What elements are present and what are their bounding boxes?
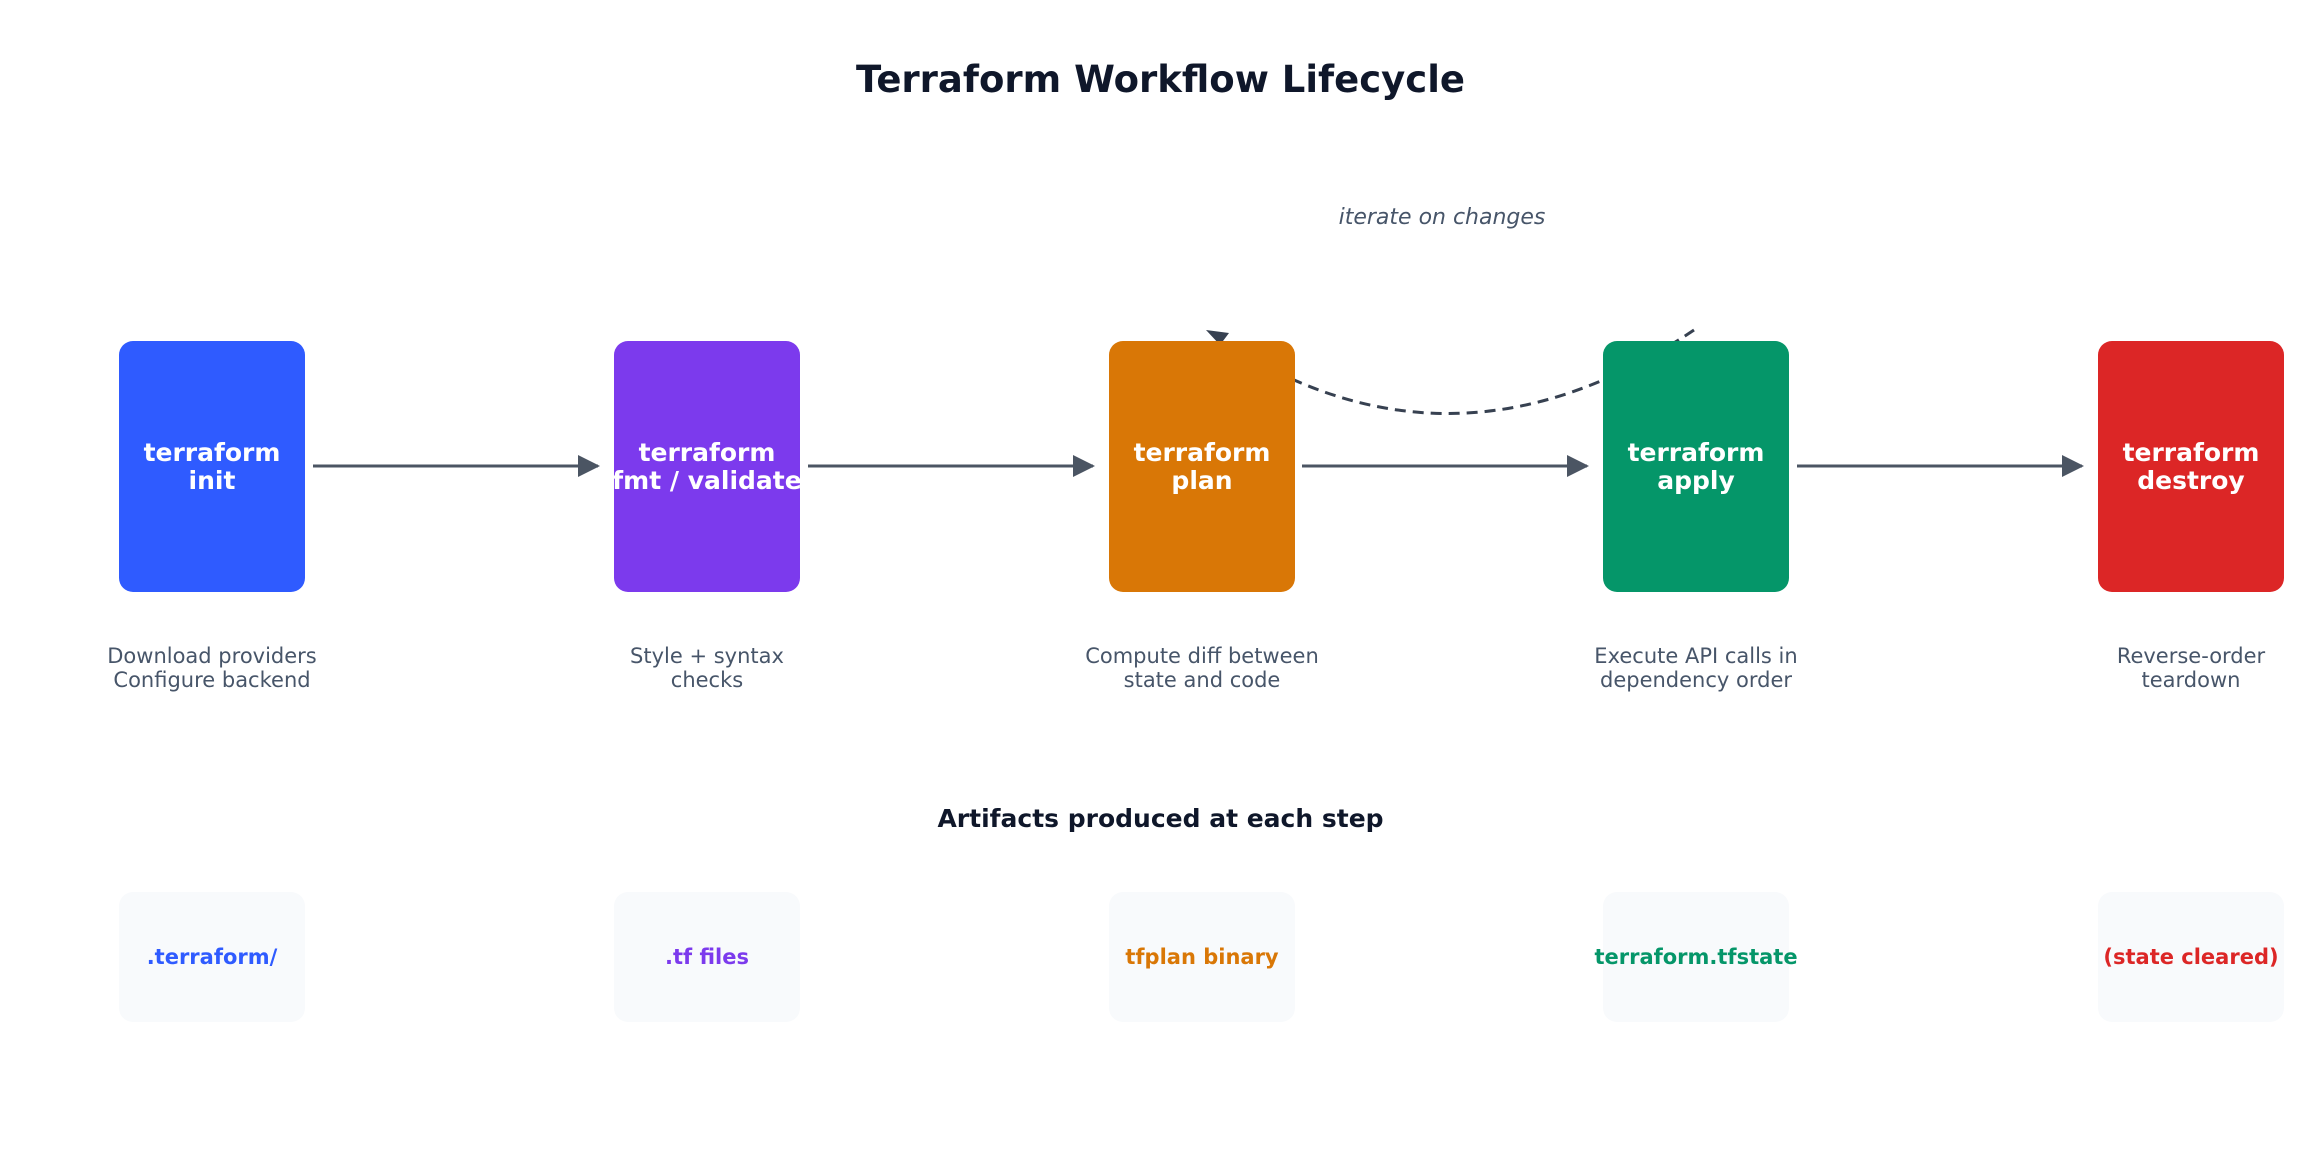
step-destroy-line2: destroy bbox=[2137, 465, 2245, 495]
artifact-tfstate: terraform.tfstate bbox=[1594, 892, 1798, 1022]
arrowhead-validate-to-plan bbox=[1073, 455, 1095, 477]
step-fmt-validate-line2: fmt / validate bbox=[612, 465, 802, 495]
step-init-line2: init bbox=[188, 465, 236, 495]
desc-destroy: Reverse-order teardown bbox=[2041, 644, 2321, 692]
diagram-title: Terraform Workflow Lifecycle bbox=[856, 58, 1465, 101]
artifact-terraform-dir: .terraform/ bbox=[119, 892, 305, 1022]
step-plan-line1: terraform bbox=[1133, 437, 1271, 467]
desc-init: Download providers Configure backend bbox=[62, 644, 362, 692]
arrowhead-init-to-validate bbox=[578, 455, 600, 477]
desc-fmt-validate: Style + syntax checks bbox=[557, 644, 857, 692]
arrowhead-apply-to-destroy bbox=[2062, 455, 2084, 477]
desc-fmt-validate-line1: Style + syntax bbox=[630, 644, 784, 668]
arrowhead-plan-to-apply bbox=[1567, 455, 1589, 477]
step-init-line1: terraform bbox=[143, 437, 281, 467]
desc-init-line2: Configure backend bbox=[113, 668, 311, 692]
desc-apply-line2: dependency order bbox=[1599, 668, 1792, 692]
iterate-label: iterate on changes bbox=[1338, 205, 1546, 230]
desc-destroy-line1: Reverse-order bbox=[2116, 644, 2266, 668]
desc-apply-line1: Execute API calls in bbox=[1594, 644, 1798, 668]
step-fmt-validate-line1: terraform bbox=[638, 437, 776, 467]
desc-fmt-validate-line2: checks bbox=[670, 668, 744, 692]
step-plan: terraform plan bbox=[1109, 341, 1295, 592]
artifacts-heading: Artifacts produced at each step bbox=[937, 804, 1384, 833]
desc-plan-line1: Compute diff between bbox=[1085, 644, 1319, 668]
iterate-loop-arrowhead bbox=[1206, 330, 1229, 345]
step-apply-line2: apply bbox=[1657, 465, 1735, 495]
step-apply: terraform apply bbox=[1603, 341, 1789, 592]
desc-plan: Compute diff between state and code bbox=[1052, 644, 1352, 692]
desc-init-line1: Download providers bbox=[107, 644, 317, 668]
step-destroy: terraform destroy bbox=[2098, 341, 2284, 592]
desc-destroy-line2: teardown bbox=[2141, 668, 2241, 692]
step-destroy-line1: terraform bbox=[2122, 437, 2260, 467]
desc-apply: Execute API calls in dependency order bbox=[1546, 644, 1846, 692]
step-plan-line2: plan bbox=[1171, 465, 1233, 495]
artifact-tfplan: tfplan binary bbox=[1109, 892, 1295, 1022]
artifact-state-cleared: (state cleared) bbox=[2098, 892, 2284, 1022]
desc-plan-line2: state and code bbox=[1123, 668, 1281, 692]
artifact-tf-files: .tf files bbox=[614, 892, 800, 1022]
step-apply-line1: terraform bbox=[1627, 437, 1765, 467]
step-fmt-validate: terraform fmt / validate bbox=[612, 341, 802, 592]
step-init: terraform init bbox=[119, 341, 305, 592]
